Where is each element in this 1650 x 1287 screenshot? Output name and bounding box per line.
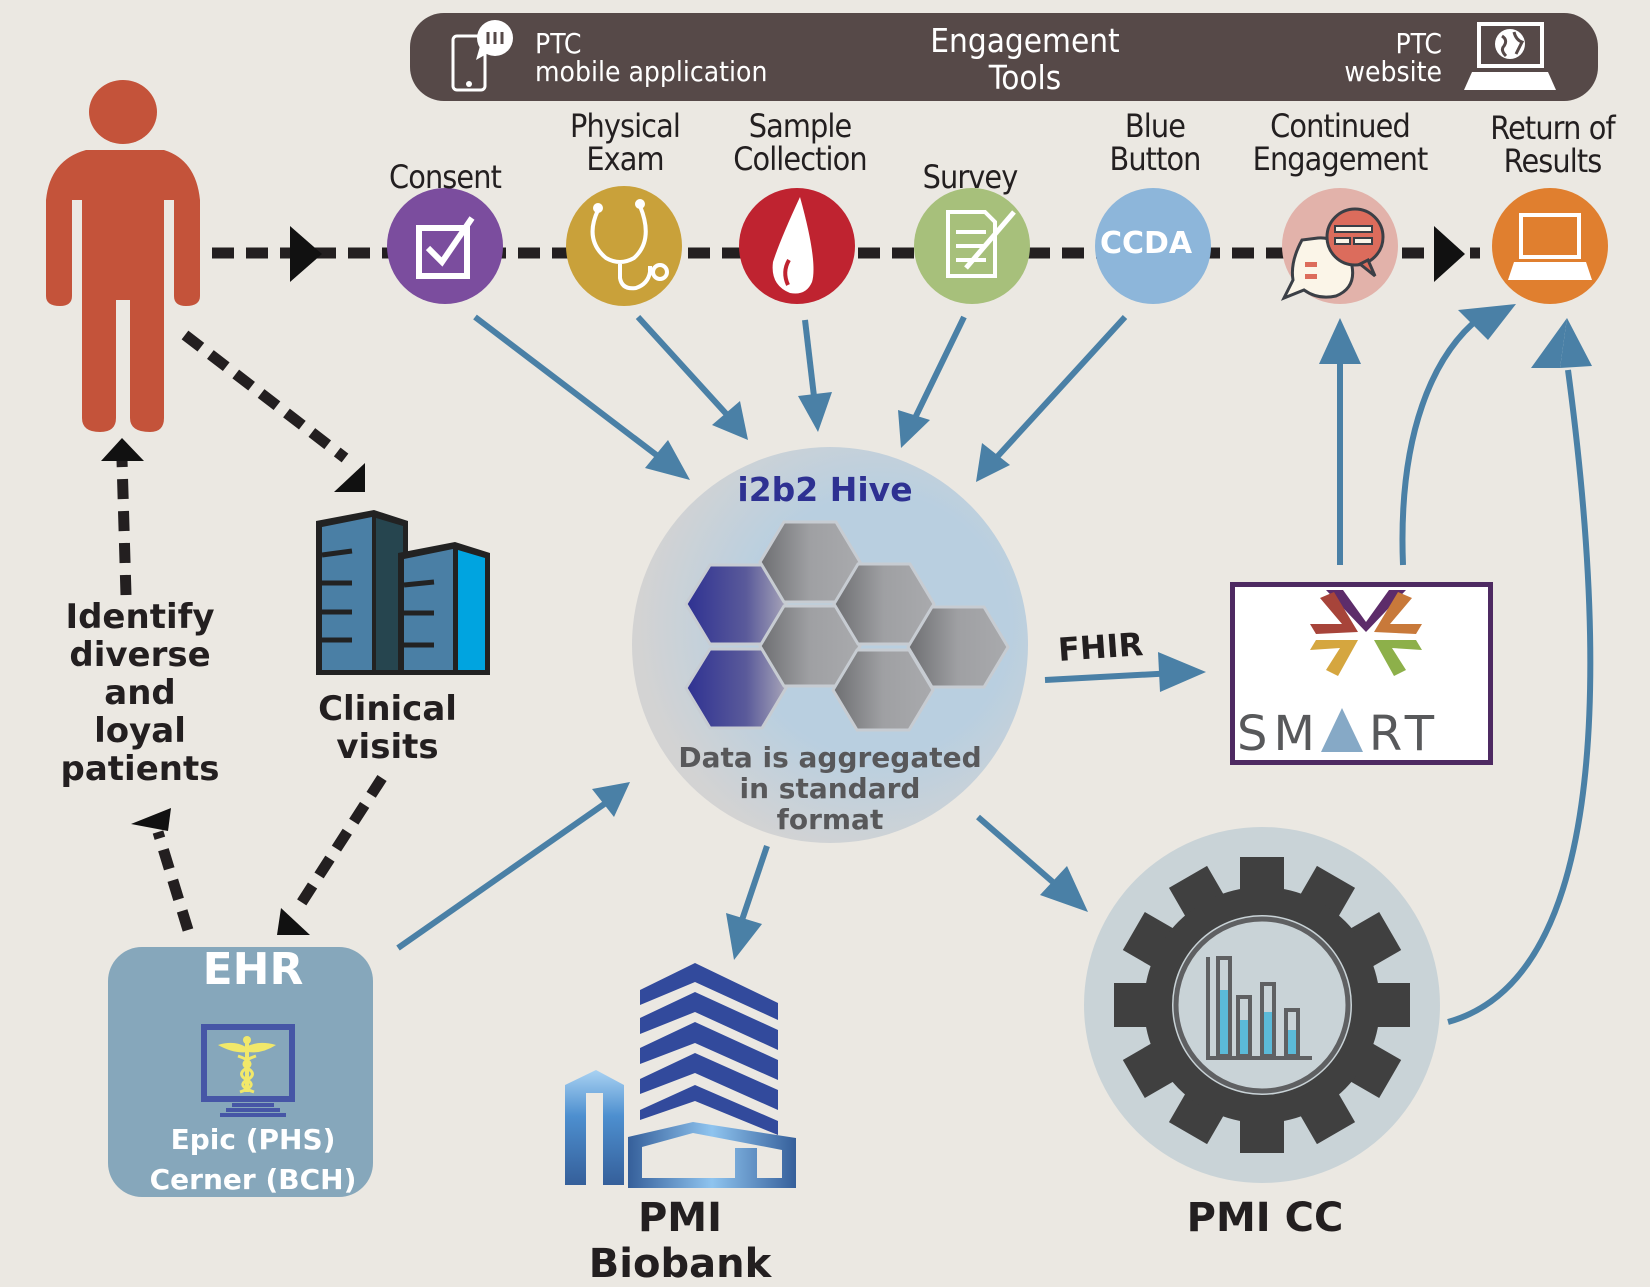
engagement-tools-title-line2: Tools [988, 58, 1062, 97]
dashed-arrow-person-to-clinical [181, 330, 365, 492]
hive-caption: Data is aggregated in standard format [660, 742, 1000, 835]
dashed-arrow-clinical-to-ehr [277, 775, 387, 935]
checkbox-icon [416, 216, 475, 279]
pmi-biobank-label: PMI Biobank [588, 1195, 772, 1287]
document-pen-icon [946, 210, 1016, 278]
caption-line: Identify [65, 597, 215, 637]
step-label-line1: Sample [748, 107, 852, 145]
arrow-hive-to-pmicc [976, 814, 1088, 912]
step-label-line2: Collection [733, 140, 867, 178]
step-label-line2: Consent [389, 158, 502, 196]
ptc-mobile-app-label[interactable]: PTC mobile application [535, 30, 767, 86]
arrow-hive-to-smart-fhir [1044, 652, 1206, 692]
ptc-website-label-line1: PTC [1395, 27, 1442, 60]
pmicc-circle [1084, 827, 1440, 1183]
chat-bubbles-icon [1280, 207, 1385, 301]
pmi-cc-label: PMI CC [1186, 1195, 1344, 1241]
ptc-mobile-label-line1: PTC [535, 27, 582, 60]
engagement-tools-title-line1: Engagement [930, 21, 1120, 60]
ccda-text-icon: CCDA [1100, 226, 1193, 261]
step-label-return-of-results: Return of Results [1469, 112, 1636, 178]
consent-circle [387, 188, 503, 304]
ehr-system-epic: Epic (PHS) [170, 1123, 336, 1156]
honeycomb-icon [684, 520, 1010, 732]
step-label-line2: Survey [922, 158, 1019, 196]
blue-button-circle [1095, 188, 1211, 304]
step-label-line2: Results [1503, 142, 1603, 180]
blood-drop-icon [772, 197, 814, 294]
caption-line: in standard [739, 772, 921, 805]
monitor-caduceus-icon [201, 1024, 295, 1117]
continued-engagement-circle [1280, 188, 1398, 304]
identify-patients-caption: Identify diverse and loyal patients [55, 598, 225, 788]
survey-circle [914, 188, 1030, 304]
step-label-line1: Physical [570, 107, 681, 145]
caption-line: loyal [94, 711, 186, 751]
arrow-smart-to-engagement [1319, 318, 1361, 565]
caption-line: format [776, 803, 884, 836]
arrow-sample-to-hive [798, 319, 832, 432]
arrow-pmicc-to-results [1447, 318, 1594, 1025]
arrow-consent-to-hive [473, 314, 690, 480]
step-label-consent: Consent [373, 128, 517, 194]
arrow-hive-to-biobank [726, 845, 770, 960]
clinical-visits-caption: Clinical visits [305, 690, 470, 766]
step-label-continued-engagement: Continued Engagement [1237, 110, 1444, 176]
dashed-arrow-ehr-to-identify [131, 808, 194, 932]
ptc-mobile-label-line2: mobile application [535, 55, 768, 88]
i2b2-hive-title: i2b2 Hive [737, 470, 913, 509]
sample-collection-circle [739, 188, 855, 304]
laptop-icon [1508, 213, 1592, 280]
caption-line: patients [60, 749, 220, 789]
flow-arrowhead-2 [1434, 226, 1465, 282]
step-label-survey: Survey [898, 128, 1042, 194]
biobank-building-icon [565, 963, 796, 1188]
step-label-line2: Button [1109, 140, 1201, 178]
arrow-bluebutton-to-hive [976, 314, 1128, 482]
laptop-globe-icon [1464, 22, 1556, 90]
step-label-line2: Engagement [1252, 140, 1429, 178]
step-label-line1: Return of [1490, 109, 1615, 147]
caption-line: Clinical [318, 689, 457, 729]
smart-text-before: SM [1237, 706, 1321, 762]
gear-chart-icon [1114, 857, 1410, 1153]
ehr-systems: Epic (PHS) Cerner (BCH) [108, 1120, 398, 1200]
step-label-line1 [373, 128, 517, 161]
ehr-system-cerner: Cerner (BCH) [149, 1163, 357, 1196]
step-label-blue-button: Blue Button [1083, 110, 1227, 176]
arrow-ehr-to-hive [396, 782, 630, 951]
flow-arrowhead-1 [290, 226, 322, 282]
caption-line: Data is aggregated [678, 741, 982, 774]
smart-wordmark: SM RT [1237, 706, 1440, 762]
step-label-line1: Continued [1270, 107, 1411, 145]
caption-line: diverse [69, 635, 211, 675]
engagement-tools-title: Engagement Tools [900, 22, 1150, 96]
i2b2-hive-circle [632, 447, 1028, 843]
step-label-line1 [898, 128, 1042, 161]
step-label-physical-exam: Physical Exam [549, 110, 702, 176]
stethoscope-icon [590, 199, 669, 291]
ptc-website-label[interactable]: PTC website [1300, 30, 1442, 86]
hospital-buildings-icon [316, 510, 490, 675]
physical-exam-circle [566, 186, 682, 306]
step-label-sample-collection: Sample Collection [710, 110, 890, 176]
smart-text-after: RT [1368, 706, 1441, 762]
caption-line: and [104, 673, 176, 713]
arrow-survey-to-hive [898, 315, 967, 448]
step-label-line2: Exam [586, 140, 664, 178]
fhir-label: FHIR [1056, 625, 1145, 669]
arrow-exam-to-hive [635, 314, 748, 440]
ptc-website-label-line2: website [1344, 55, 1442, 88]
mobile-phone-chat-icon [451, 20, 513, 92]
smart-logo-icon [1310, 590, 1422, 676]
return-of-results-circle [1492, 188, 1608, 304]
dashed-arrow-identify-to-person [101, 438, 144, 596]
smart-a-triangle-icon [1320, 708, 1363, 752]
person-icon [46, 80, 200, 432]
ehr-title: EHR [202, 944, 304, 995]
arrow-smart-to-results [1399, 304, 1516, 566]
step-label-line1: Blue [1124, 107, 1186, 145]
caption-line: visits [336, 727, 439, 767]
